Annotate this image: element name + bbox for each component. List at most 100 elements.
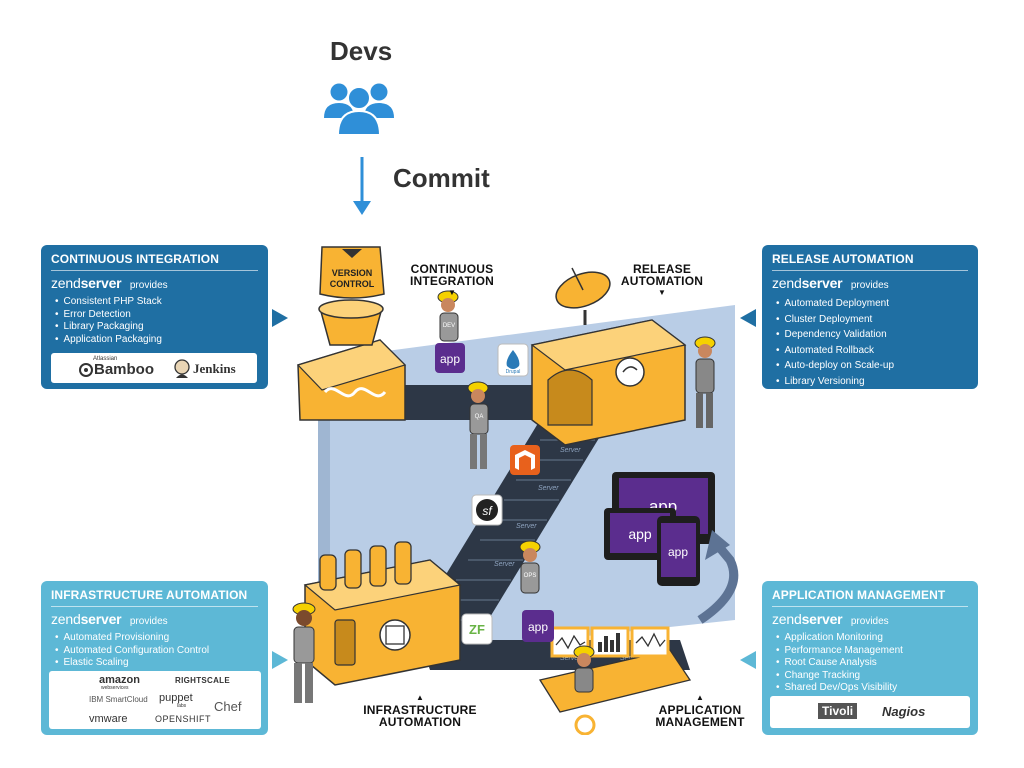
svg-text:Server: Server xyxy=(560,447,581,454)
ibm-smartcloud-logo: IBM SmartCloud xyxy=(89,695,148,704)
list-item: Application Monitoring xyxy=(776,632,968,645)
ra-feature-list: Automated Deployment Cluster Deployment … xyxy=(772,296,968,390)
am-tool-logos: Tivoli Nagios xyxy=(770,696,970,728)
ra-zendserver-logo: zendserver provides xyxy=(772,275,889,291)
bamboo-icon xyxy=(79,363,93,377)
jenkins-logo: Jenkins xyxy=(193,361,236,376)
svg-text:VERSION: VERSION xyxy=(332,268,373,278)
version-control-hopper: VERSION CONTROL xyxy=(319,246,385,299)
list-item: Automated Configuration Control xyxy=(55,645,258,658)
svg-text:DEV: DEV xyxy=(443,323,455,329)
atlassian-label: Atlassian xyxy=(93,356,118,362)
ia-panel-title: INFRASTRUCTURE AUTOMATION xyxy=(51,588,258,607)
am-zendserver-logo: zendserver provides xyxy=(772,611,889,627)
zf-badge: ZF xyxy=(461,613,493,645)
ia-zendserver-logo: zendserver provides xyxy=(51,611,168,627)
device-cluster: app app app xyxy=(604,472,715,586)
application-management-panel: APPLICATION MANAGEMENT zendserver provid… xyxy=(762,581,978,735)
worker-monitor xyxy=(573,645,595,693)
am-panel-title: APPLICATION MANAGEMENT xyxy=(772,588,968,607)
infrastructure-machine xyxy=(303,541,462,686)
stage-label-ci: CONTINUOUS INTEGRATION ▼ xyxy=(410,262,494,297)
ci-tool-logos: Atlassian Bamboo Jenkins xyxy=(51,353,257,383)
svg-text:app: app xyxy=(528,620,548,634)
list-item: Dependency Validation xyxy=(776,327,968,343)
svg-text:Server: Server xyxy=(538,485,559,492)
ci-zendserver-logo: zendserver provides xyxy=(51,275,168,291)
list-item: Automated Deployment xyxy=(776,296,968,312)
devs-label: Devs xyxy=(330,36,393,66)
worker-ops: OPS xyxy=(519,540,541,594)
monitoring-console xyxy=(538,626,692,735)
list-item: Consistent PHP Stack xyxy=(55,296,258,309)
ci-pointer-arrow xyxy=(272,309,288,327)
list-item: Library Versioning xyxy=(776,374,968,390)
svg-text:sf: sf xyxy=(482,504,493,518)
release-machine xyxy=(530,267,687,446)
puppet-sub: labs xyxy=(177,703,187,709)
svg-text:CONTROL: CONTROL xyxy=(330,279,375,289)
list-item: Root Cause Analysis xyxy=(776,657,968,670)
infrastructure-automation-panel: INFRASTRUCTURE AUTOMATION zendserver pro… xyxy=(41,581,268,735)
svg-text:ZF: ZF xyxy=(469,622,485,637)
commit-arrow xyxy=(353,157,371,215)
svg-text:Drupal: Drupal xyxy=(506,369,521,375)
magento-badge xyxy=(510,445,540,475)
svg-text:app: app xyxy=(668,545,688,559)
svg-text:QA: QA xyxy=(475,414,484,420)
worker-dev: DEV xyxy=(437,290,459,342)
list-item: Auto-deploy on Scale-up xyxy=(776,358,968,374)
amazon-sub: webservices xyxy=(101,685,129,691)
list-item: Elastic Scaling xyxy=(55,657,258,670)
list-item: Library Packaging xyxy=(55,321,258,334)
svg-text:Server: Server xyxy=(560,655,581,662)
am-pointer-arrow xyxy=(740,651,756,669)
chef-logo: Chef xyxy=(214,699,242,714)
drupal-badge: Drupal xyxy=(497,343,529,377)
ci-panel-title: CONTINUOUS INTEGRATION xyxy=(51,252,258,271)
ia-tool-logos: amazon webservices RIGHTSCALE IBM SmartC… xyxy=(49,671,261,729)
ia-feature-list: Automated Provisioning Automated Configu… xyxy=(51,632,258,670)
jenkins-icon xyxy=(174,359,190,378)
list-item: Cluster Deployment xyxy=(776,312,968,328)
tivoli-logo: Tivoli xyxy=(818,703,858,719)
vmware-logo: vmware xyxy=(89,713,128,725)
nagios-logo: Nagios xyxy=(882,704,926,719)
devops-pipeline-illustration: Server Server Server Server Server Serve… xyxy=(292,246,739,735)
list-item: Automated Rollback xyxy=(776,343,968,359)
commit-label: Commit xyxy=(393,163,490,193)
stage-label-infra: ▲ INFRASTRUCTURE AUTOMATION xyxy=(363,693,477,729)
svg-text:Server: Server xyxy=(516,523,537,530)
list-item: Error Detection xyxy=(55,309,258,322)
release-automation-panel: RELEASE AUTOMATION zendserver provides A… xyxy=(762,245,978,389)
openshift-logo: OPENSHIFT xyxy=(155,714,212,724)
ra-panel-title: RELEASE AUTOMATION xyxy=(772,252,968,271)
list-item: Shared Dev/Ops Visibility xyxy=(776,682,968,695)
stage-label-release: RELEASE AUTOMATION ▼ xyxy=(620,262,704,297)
worker-release xyxy=(694,336,716,428)
svg-text:OPS: OPS xyxy=(524,573,537,579)
list-item: Application Packaging xyxy=(55,334,258,347)
stage-label-app-management: ▲ APPLICATION MANAGEMENT xyxy=(655,693,745,729)
ci-machine xyxy=(296,299,407,421)
app-badge-1: app xyxy=(435,343,465,373)
devs-group-icon xyxy=(324,83,394,136)
amazon-logo: amazon xyxy=(99,674,140,686)
ia-pointer-arrow xyxy=(272,651,288,669)
svg-text:app: app xyxy=(628,526,652,542)
app-badge-2: app xyxy=(522,610,554,642)
rightscale-logo: RIGHTSCALE xyxy=(175,676,230,685)
bamboo-logo: Bamboo xyxy=(94,361,154,378)
worker-qa: QA xyxy=(467,381,489,469)
list-item: Automated Provisioning xyxy=(55,632,258,645)
puppet-logo: puppet xyxy=(159,692,193,704)
svg-text:Server: Server xyxy=(494,561,515,568)
ci-feature-list: Consistent PHP Stack Error Detection Lib… xyxy=(51,296,258,346)
svg-text:app: app xyxy=(440,352,460,366)
list-item: Change Tracking xyxy=(776,670,968,683)
continuous-integration-panel: CONTINUOUS INTEGRATION zendserver provid… xyxy=(41,245,268,389)
ra-pointer-arrow xyxy=(740,309,756,327)
symfony-badge: sf xyxy=(471,494,503,526)
am-feature-list: Application Monitoring Performance Manag… xyxy=(772,632,968,695)
worker-infra xyxy=(292,602,316,703)
